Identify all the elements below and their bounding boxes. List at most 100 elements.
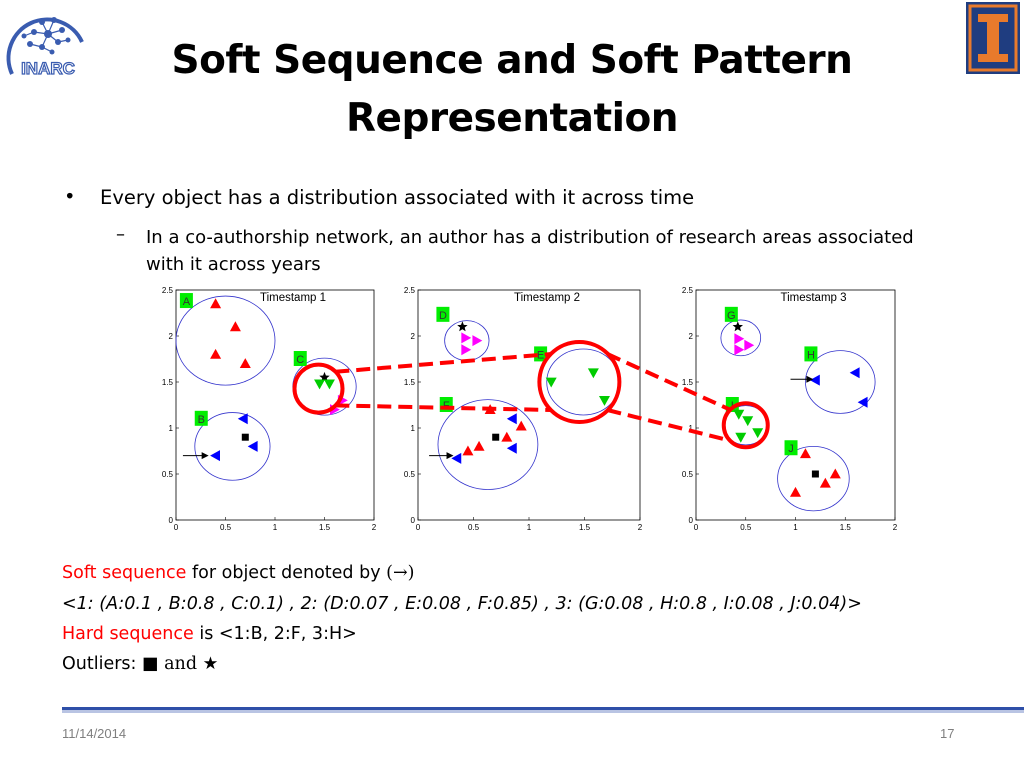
hard-sequence-rest: is <1:B, 2:F, 3:H>: [193, 624, 357, 644]
panel-title: Timestamp 2: [514, 292, 580, 304]
outlier-square: [241, 433, 249, 441]
y-tick-label: 0: [169, 516, 174, 525]
point-tri-down: [545, 377, 557, 388]
illinois-logo: I: [966, 2, 1020, 74]
cluster-label: G: [727, 310, 736, 322]
soft-sequence-label: Soft sequence: [62, 563, 187, 583]
point-tri-right: [744, 339, 755, 351]
outliers-label: Outliers:: [62, 654, 142, 674]
point-tri-left: [506, 413, 517, 425]
x-tick-label: 1: [527, 523, 532, 532]
sequence-definition: <1: (A:0.1 , B:0.8 , C:0.1) , 2: (D:0.07…: [62, 594, 862, 614]
y-tick-label: 1.5: [404, 378, 416, 387]
sub-bullet-text: In a co-authorship network, an author ha…: [146, 227, 914, 275]
outlier-star: [319, 371, 330, 382]
bullet-text: Every object has a distribution associat…: [100, 186, 695, 209]
highlight-circle: [292, 362, 345, 415]
inarc-logo-text: INARC: [21, 59, 75, 78]
cluster-label-box: [194, 410, 208, 426]
x-tick-label: 1: [273, 523, 278, 532]
cluster-label: E: [537, 349, 544, 361]
footer-divider: [62, 707, 1024, 713]
x-tick-label: 0.5: [740, 523, 752, 532]
outlier-star-icon: ★: [202, 654, 219, 674]
y-tick-label: 0.5: [682, 470, 694, 479]
dashed-link: [335, 352, 552, 374]
x-tick-label: 2: [893, 523, 898, 532]
point-tri-down: [735, 432, 747, 443]
y-tick-label: 0.5: [162, 470, 174, 479]
point-tri-left: [451, 452, 462, 464]
point-tri-up: [515, 420, 527, 431]
cluster-label: B: [198, 414, 205, 426]
cluster-label: H: [807, 349, 815, 361]
point-tri-up: [790, 486, 801, 497]
footer-date: 11/14/2014: [62, 726, 127, 741]
point-tri-right: [734, 333, 745, 345]
plot-frame: [417, 289, 641, 521]
y-tick-label: 0: [411, 516, 416, 525]
cluster-circle: [194, 412, 271, 481]
y-tick-label: 2.5: [682, 286, 694, 295]
y-tick-label: 1: [169, 424, 174, 433]
dashed-link: [606, 352, 732, 412]
y-tick-label: 2: [411, 332, 416, 341]
y-tick-label: 1: [411, 424, 416, 433]
x-tick-label: 1.5: [319, 523, 331, 532]
x-tick-label: 2: [638, 523, 643, 532]
cluster-label: J: [788, 443, 794, 455]
dashed-link: [606, 408, 731, 443]
highlight-circle: [537, 340, 622, 424]
outlier-square: [811, 470, 819, 478]
point-tri-up: [829, 468, 841, 479]
highlight-circle: [721, 401, 770, 450]
y-tick-label: 2: [689, 332, 694, 341]
point-tri-down: [314, 379, 326, 390]
object-arrow-head: [446, 452, 454, 460]
point-tri-right: [461, 332, 472, 344]
point-tri-right: [461, 344, 472, 356]
point-tri-up: [473, 440, 485, 451]
y-tick-label: 1.5: [682, 378, 694, 387]
cluster-circle: [437, 399, 539, 490]
outlier-star: [457, 321, 468, 332]
point-tri-down: [742, 416, 754, 427]
y-tick-label: 1.5: [162, 378, 174, 387]
cluster-circle: [720, 319, 762, 357]
x-tick-label: 0: [416, 523, 421, 532]
dash-symbol: –: [116, 224, 125, 245]
point-tri-left: [809, 374, 820, 386]
panel-title: Timestamp 1: [260, 292, 326, 304]
object-arrow-head: [201, 452, 209, 460]
y-tick-label: 1: [689, 424, 694, 433]
hard-sequence-line: Hard sequence is <1:B, 2:F, 3:H>: [62, 624, 357, 644]
cluster-label-box: [534, 346, 548, 362]
cluster-label-box: [784, 440, 798, 456]
point-tri-up: [799, 448, 811, 459]
point-tri-right: [734, 344, 745, 356]
cluster-label-box: [804, 346, 818, 362]
point-tri-up: [462, 445, 474, 456]
soft-sequence-rest: for object denoted by: [186, 563, 387, 583]
point-tri-up: [501, 431, 513, 442]
point-tri-down: [587, 368, 599, 379]
outlier-star: [732, 321, 743, 332]
y-tick-label: 2.5: [404, 286, 416, 295]
point-tri-left: [210, 450, 220, 462]
point-tri-down: [733, 409, 745, 420]
point-tri-down: [323, 379, 335, 390]
cluster-label: D: [439, 310, 447, 322]
point-tri-right: [472, 335, 483, 347]
x-tick-label: 2: [372, 523, 377, 532]
y-tick-label: 2.5: [162, 286, 174, 295]
x-tick-label: 0.5: [220, 523, 232, 532]
cluster-label: A: [183, 296, 191, 308]
outliers-and: and: [158, 654, 203, 674]
x-tick-label: 1.5: [840, 523, 852, 532]
cluster-label: C: [296, 354, 304, 366]
outlier-square-icon: ■: [142, 654, 159, 674]
inarc-logo: INARC: [6, 17, 84, 79]
point-tri-left: [849, 367, 860, 379]
